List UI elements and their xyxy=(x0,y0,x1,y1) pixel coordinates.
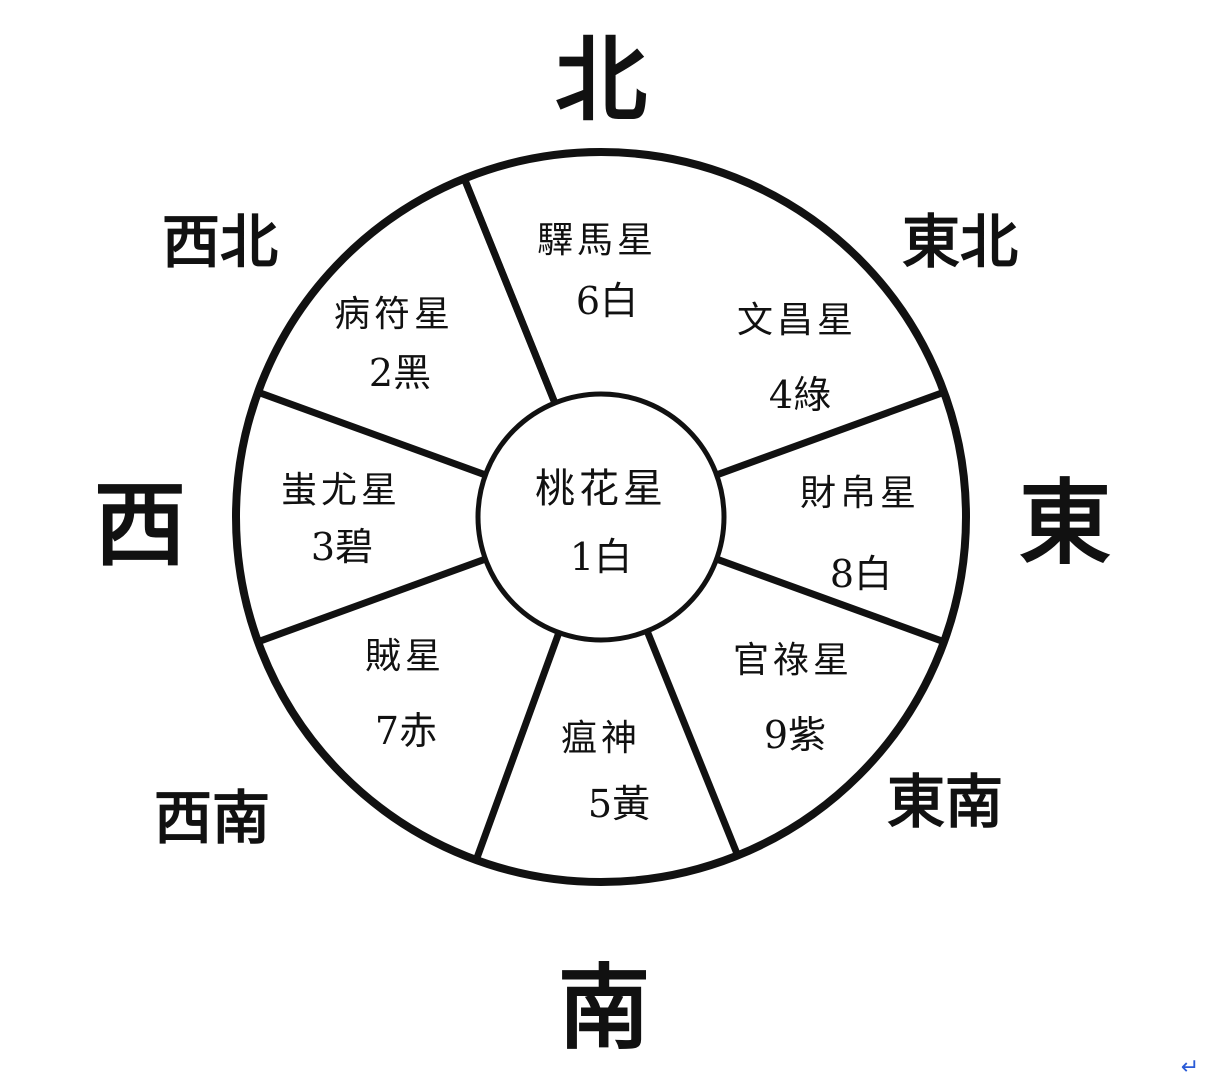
return-mark-icon: ↵ xyxy=(1181,1055,1199,1080)
center-number: 1白 xyxy=(570,535,632,579)
sector-northwest-star: 病符星 xyxy=(334,294,454,335)
sector-southwest-number: 7赤 xyxy=(375,709,437,753)
direction-east: 東 xyxy=(1019,469,1111,577)
sector-west-number: 3碧 xyxy=(311,525,373,569)
direction-northwest: 西北 xyxy=(162,208,278,276)
divider-line-s-sw xyxy=(472,631,563,862)
sector-east-number: 8白 xyxy=(830,552,892,596)
center-star: 桃花星 xyxy=(535,466,667,512)
sector-east-star: 財帛星 xyxy=(800,473,920,514)
direction-northeast: 東北 xyxy=(902,208,1018,276)
divider-line-nw-n xyxy=(461,177,559,405)
sector-dividers xyxy=(256,177,946,862)
direction-north: 北 xyxy=(555,26,647,134)
sector-northeast-star: 文昌星 xyxy=(737,300,857,341)
sector-northwest-number: 2黑 xyxy=(369,351,431,395)
direction-south: 南 xyxy=(558,954,650,1062)
divider-line-sw-w xyxy=(256,555,487,646)
divider-line-w-nw xyxy=(256,388,487,479)
sector-west-star: 蚩尤星 xyxy=(281,470,401,511)
divider-line-ne-e xyxy=(715,388,946,479)
sector-south-star: 瘟神 xyxy=(561,718,641,759)
center-circle xyxy=(475,391,727,643)
sector-southeast-star: 官祿星 xyxy=(733,640,853,681)
divider-line-se-s xyxy=(643,629,741,857)
direction-southwest: 西南 xyxy=(154,784,270,852)
direction-southeast: 東南 xyxy=(887,768,1003,836)
sector-north-star: 驛馬星 xyxy=(537,220,657,261)
sector-southwest-star: 賊星 xyxy=(365,636,445,677)
outer-circle xyxy=(232,148,970,886)
direction-west: 西 xyxy=(94,471,186,579)
sector-south-number: 5黃 xyxy=(588,782,650,826)
sector-north-number: 6白 xyxy=(576,279,638,323)
divider-line-e-se xyxy=(715,555,946,646)
sector-southeast-number: 9紫 xyxy=(764,713,826,757)
sector-northeast-number: 4綠 xyxy=(769,373,831,417)
